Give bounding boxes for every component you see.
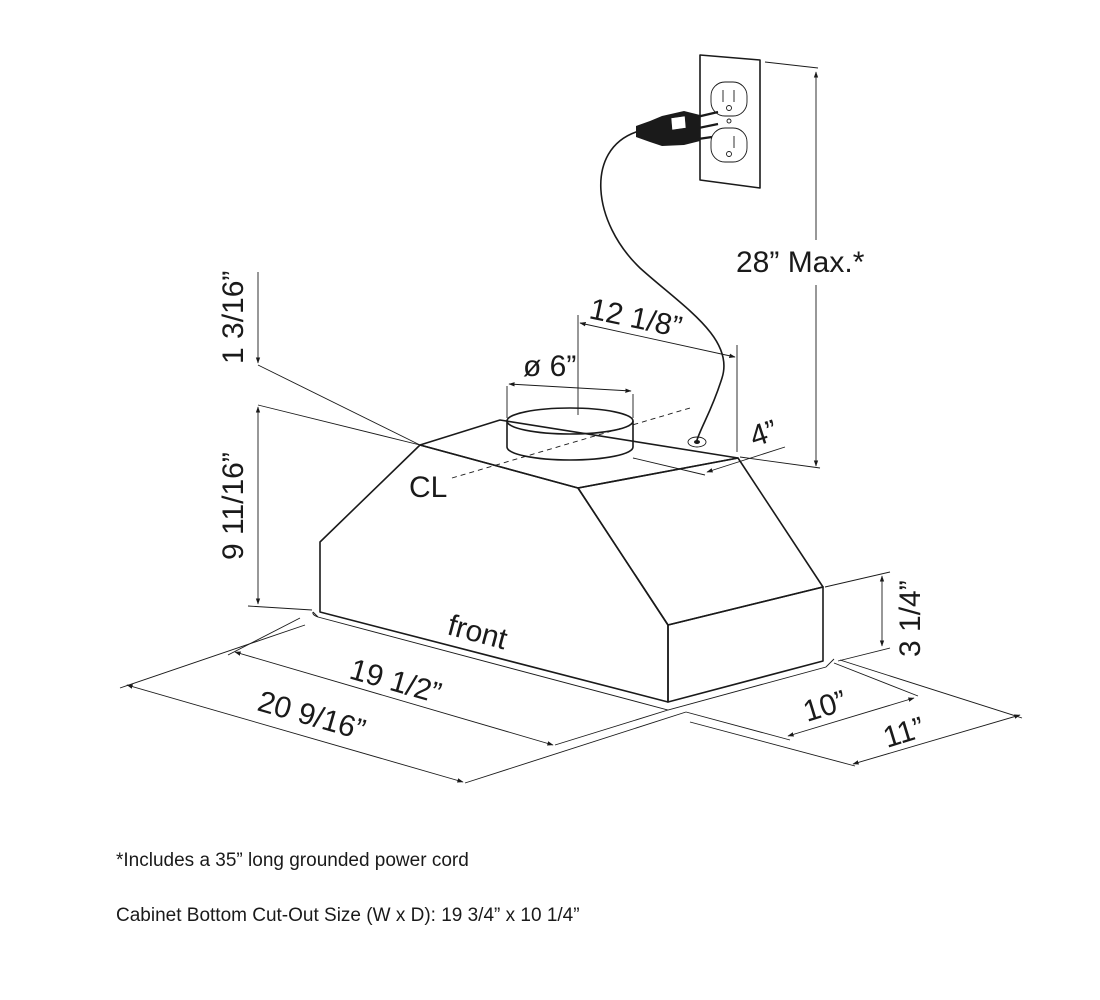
- inner-depth-label: 10”: [799, 684, 850, 728]
- outer-depth-label: 11”: [879, 711, 928, 755]
- cord-offset-label: 12 1/8”: [587, 293, 685, 345]
- power-plug-icon: [636, 110, 719, 146]
- front-height-dimension: [824, 571, 891, 662]
- cord-offset-dimension: [577, 315, 738, 452]
- power-cord-note: *Includes a 35” long grounded power cord: [116, 850, 469, 871]
- side-offset-label: 4”: [746, 414, 782, 454]
- cord-grommet: [687, 436, 707, 448]
- duct-diameter-dimension: [506, 382, 634, 418]
- range-hood-body: [312, 419, 835, 711]
- front-label: front: [444, 609, 511, 657]
- wall-outlet: [699, 54, 761, 189]
- outlet-height-label: 28” Max.*: [736, 246, 865, 279]
- front-height-label: 3 1/4”: [894, 580, 927, 657]
- body-height-label: 9 11/16”: [217, 452, 250, 560]
- depth-dimensions: [685, 659, 1023, 767]
- width-dimensions: [119, 617, 687, 784]
- side-offset-dimension: [632, 446, 786, 476]
- power-cord: [600, 131, 725, 441]
- centerline: [451, 407, 691, 479]
- height-dimensions: [247, 272, 421, 611]
- cutout-size-note: Cabinet Bottom Cut-Out Size (W x D): 19 …: [116, 905, 580, 926]
- top-height-label: 1 3/16”: [217, 271, 250, 364]
- outer-width-label: 20 9/16”: [254, 685, 369, 747]
- inner-width-label: 19 1/2”: [346, 653, 445, 710]
- duct-diameter-label: ø 6”: [523, 350, 576, 383]
- duct-collar: [506, 407, 634, 461]
- outlet-height-dimension: [739, 61, 821, 469]
- centerline-label: CL: [409, 471, 447, 504]
